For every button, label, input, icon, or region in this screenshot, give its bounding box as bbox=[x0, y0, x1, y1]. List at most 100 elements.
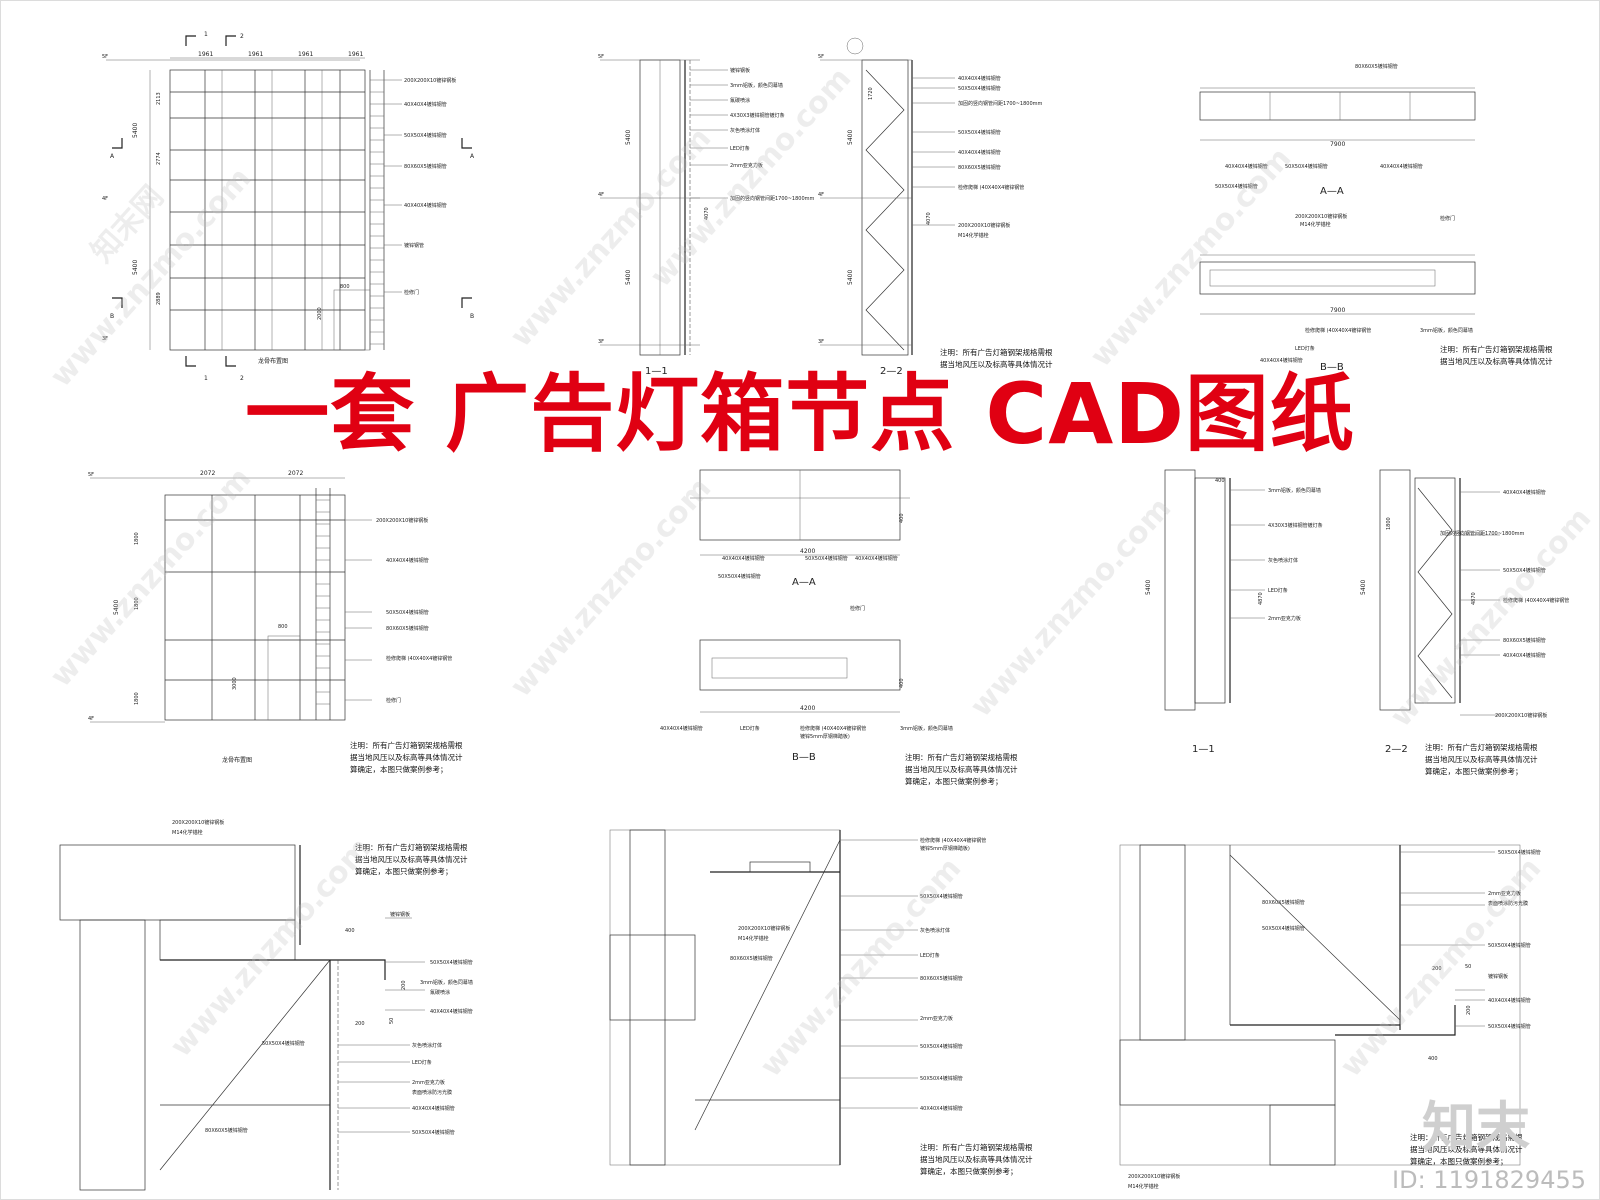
svg-text:检修爬梯 (40X40X4镀锌钢管: 检修爬梯 (40X40X4镀锌钢管 bbox=[1503, 597, 1569, 604]
svg-text:3F: 3F bbox=[818, 339, 824, 345]
svg-text:5400: 5400 bbox=[1360, 580, 1367, 595]
svg-text:LED灯条: LED灯条 bbox=[1295, 345, 1315, 352]
svg-text:40X40X4镀锌钢管: 40X40X4镀锌钢管 bbox=[855, 555, 898, 562]
svg-text:4X30X3镀锌钢管镀灯条: 4X30X3镀锌钢管镀灯条 bbox=[1268, 522, 1323, 529]
panel-section-2-top: 5F 4F 3F 5400 5400 1720 4070 40X40X4镀锌钢管… bbox=[818, 37, 1053, 377]
svg-text:40X40X4镀锌钢管: 40X40X4镀锌钢管 bbox=[404, 101, 447, 108]
svg-text:80X60X5镀锌钢管: 80X60X5镀锌钢管 bbox=[958, 164, 1001, 171]
svg-text:检修门: 检修门 bbox=[850, 605, 865, 612]
svg-text:2774: 2774 bbox=[156, 152, 162, 165]
svg-text:加固的竖向钢管间距1700~1800mm: 加固的竖向钢管间距1700~1800mm bbox=[1440, 530, 1525, 537]
svg-text:2mm亚克力板: 2mm亚克力板 bbox=[1488, 890, 1521, 897]
svg-text:400: 400 bbox=[1215, 478, 1225, 484]
svg-text:7900: 7900 bbox=[1330, 307, 1345, 314]
svg-text:200: 200 bbox=[1466, 1005, 1472, 1015]
svg-text:2mm亚克力板: 2mm亚克力板 bbox=[730, 162, 763, 169]
svg-text:50X50X4镀锌钢管: 50X50X4镀锌钢管 bbox=[958, 129, 1001, 136]
page-title: 一套 广告灯箱节点 CAD图纸 bbox=[245, 365, 1355, 463]
svg-text:B—B: B—B bbox=[1320, 362, 1344, 373]
svg-text:40X40X4镀锌钢管: 40X40X4镀锌钢管 bbox=[1380, 163, 1423, 170]
svg-text:40X40X4镀锌钢管: 40X40X4镀锌钢管 bbox=[958, 149, 1001, 156]
svg-text:80X60X5镀锌钢管: 80X60X5镀锌钢管 bbox=[1503, 637, 1546, 644]
panel-section-1-top: 5F 4F 3F 5400 5400 4070 镀锌钢板 3mm铝板，颜色同幕墙… bbox=[598, 54, 815, 377]
svg-text:1—1: 1—1 bbox=[1192, 744, 1215, 755]
svg-text:50X50X4镀锌钢管: 50X50X4镀锌钢管 bbox=[1498, 849, 1541, 856]
svg-text:50X50X4镀锌钢管: 50X50X4镀锌钢管 bbox=[1285, 163, 1328, 170]
svg-text:4070: 4070 bbox=[704, 207, 710, 220]
svg-text:算确定，本图只做案例参考；: 算确定，本图只做案例参考； bbox=[920, 1166, 1018, 1176]
svg-text:5400: 5400 bbox=[132, 260, 139, 275]
svg-text:M14化学锚栓: M14化学锚栓 bbox=[172, 829, 203, 836]
svg-text:检修门: 检修门 bbox=[386, 697, 401, 704]
svg-text:镀锌钢管: 镀锌钢管 bbox=[404, 242, 424, 249]
svg-text:检修爬梯 (40X40X4镀锌钢管: 检修爬梯 (40X40X4镀锌钢管 bbox=[386, 655, 452, 662]
svg-text:50X50X4镀锌钢管: 50X50X4镀锌钢管 bbox=[1503, 567, 1546, 574]
svg-text:40X40X4镀锌钢管: 40X40X4镀锌钢管 bbox=[412, 1105, 455, 1112]
svg-text:200: 200 bbox=[401, 980, 407, 990]
svg-text:200X200X10镀锌钢板: 200X200X10镀锌钢板 bbox=[958, 222, 1010, 229]
svg-text:1961: 1961 bbox=[298, 51, 313, 58]
svg-text:2000: 2000 bbox=[317, 307, 323, 320]
svg-text:50: 50 bbox=[389, 1018, 395, 1024]
svg-text:算确定，本图只做案例参考；: 算确定，本图只做案例参考； bbox=[905, 776, 1003, 786]
svg-text:50X50X4镀锌钢管: 50X50X4镀锌钢管 bbox=[262, 1040, 305, 1047]
svg-text:5400: 5400 bbox=[1145, 580, 1152, 595]
svg-text:50X50X4镀锌钢管: 50X50X4镀锌钢管 bbox=[1215, 183, 1258, 190]
panel-plan-middle: 4200 400 40X40X4镀锌钢管 50X50X4镀锌钢管 40X40X4… bbox=[660, 469, 1018, 786]
svg-text:3mm铝板，颜色同幕墙: 3mm铝板，颜色同幕墙 bbox=[1268, 487, 1321, 494]
svg-text:2: 2 bbox=[240, 375, 244, 382]
svg-text:5F: 5F bbox=[88, 472, 94, 478]
svg-text:400: 400 bbox=[1428, 1056, 1438, 1062]
svg-text:4F: 4F bbox=[88, 716, 94, 722]
svg-text:1: 1 bbox=[204, 31, 208, 38]
svg-text:灰色喷涂灯体: 灰色喷涂灯体 bbox=[730, 127, 760, 134]
svg-text:LED灯条: LED灯条 bbox=[1268, 587, 1288, 594]
svg-text:表面喷涂防污光膜: 表面喷涂防污光膜 bbox=[1488, 900, 1528, 907]
svg-text:400: 400 bbox=[899, 513, 905, 523]
svg-text:200X200X10镀锌钢板: 200X200X10镀锌钢板 bbox=[738, 925, 790, 932]
id-label: ID: 1191829455 bbox=[1392, 1166, 1586, 1194]
svg-text:3mm铝板，颜色同幕墙: 3mm铝板，颜色同幕墙 bbox=[900, 725, 953, 732]
svg-text:1—1: 1—1 bbox=[645, 366, 668, 377]
svg-text:镀锌5mm厚钢梯踏板): 镀锌5mm厚钢梯踏板) bbox=[920, 845, 970, 852]
svg-text:检修爬梯 (40X40X4镀锌钢管: 检修爬梯 (40X40X4镀锌钢管 bbox=[800, 725, 866, 732]
svg-text:检修爬梯 (40X40X4镀锌钢管: 检修爬梯 (40X40X4镀锌钢管 bbox=[958, 184, 1024, 191]
svg-text:2072: 2072 bbox=[288, 470, 303, 477]
svg-text:LED灯条: LED灯条 bbox=[920, 952, 940, 959]
svg-text:2—2: 2—2 bbox=[880, 366, 903, 377]
svg-text:50X50X4镀锌钢管: 50X50X4镀锌钢管 bbox=[1488, 942, 1531, 949]
svg-text:LED灯条: LED灯条 bbox=[730, 145, 750, 152]
svg-text:LED灯条: LED灯条 bbox=[412, 1059, 432, 1066]
svg-text:龙骨布置图: 龙骨布置图 bbox=[222, 756, 252, 764]
svg-text:注明：所有广告灯箱钢架规格需根: 注明：所有广告灯箱钢架规格需根 bbox=[1410, 1132, 1523, 1142]
svg-text:800: 800 bbox=[278, 624, 288, 630]
svg-text:注明：所有广告灯箱钢架规格需根: 注明：所有广告灯箱钢架规格需根 bbox=[350, 740, 463, 750]
svg-text:2mm亚克力板: 2mm亚克力板 bbox=[412, 1079, 445, 1086]
svg-text:3000: 3000 bbox=[232, 677, 238, 690]
svg-text:5400: 5400 bbox=[847, 270, 854, 285]
svg-text:80X60X5镀锌钢管: 80X60X5镀锌钢管 bbox=[730, 955, 773, 962]
svg-text:200X200X10镀锌钢板: 200X200X10镀锌钢板 bbox=[172, 819, 224, 826]
svg-text:50X50X4镀锌钢管: 50X50X4镀锌钢管 bbox=[1488, 1023, 1531, 1030]
svg-text:50X50X4镀锌钢管: 50X50X4镀锌钢管 bbox=[404, 132, 447, 139]
svg-text:200X200X10镀锌钢板: 200X200X10镀锌钢板 bbox=[1495, 712, 1547, 719]
svg-text:5400: 5400 bbox=[113, 600, 120, 615]
svg-text:1961: 1961 bbox=[248, 51, 263, 58]
svg-text:1800: 1800 bbox=[1386, 517, 1392, 530]
svg-text:200X200X10镀锌钢板: 200X200X10镀锌钢板 bbox=[1128, 1173, 1180, 1180]
svg-text:2mm亚克力板: 2mm亚克力板 bbox=[920, 1015, 953, 1022]
svg-text:40X40X4镀锌钢管: 40X40X4镀锌钢管 bbox=[1503, 489, 1546, 496]
svg-text:加固的竖向钢管间距1700~1800mm: 加固的竖向钢管间距1700~1800mm bbox=[958, 100, 1043, 107]
svg-text:5F: 5F bbox=[102, 54, 108, 60]
svg-text:1720: 1720 bbox=[868, 87, 874, 100]
svg-text:据当地风压以及标高等具体情况计: 据当地风压以及标高等具体情况计 bbox=[355, 854, 468, 864]
svg-text:3F: 3F bbox=[598, 339, 604, 345]
svg-text:400: 400 bbox=[899, 678, 905, 688]
svg-text:80X60X5镀锌钢管: 80X60X5镀锌钢管 bbox=[1355, 63, 1398, 70]
svg-text:1800: 1800 bbox=[134, 692, 140, 705]
panel-plan-top-right: 7900 80X60X5镀锌钢管 40X40X4镀锌钢管 50X50X4镀锌钢管… bbox=[1199, 63, 1553, 373]
svg-text:氟碳喷涂: 氟碳喷涂 bbox=[430, 989, 450, 996]
svg-text:M14化学锚栓: M14化学锚栓 bbox=[958, 232, 989, 239]
svg-text:4870: 4870 bbox=[1471, 592, 1477, 605]
